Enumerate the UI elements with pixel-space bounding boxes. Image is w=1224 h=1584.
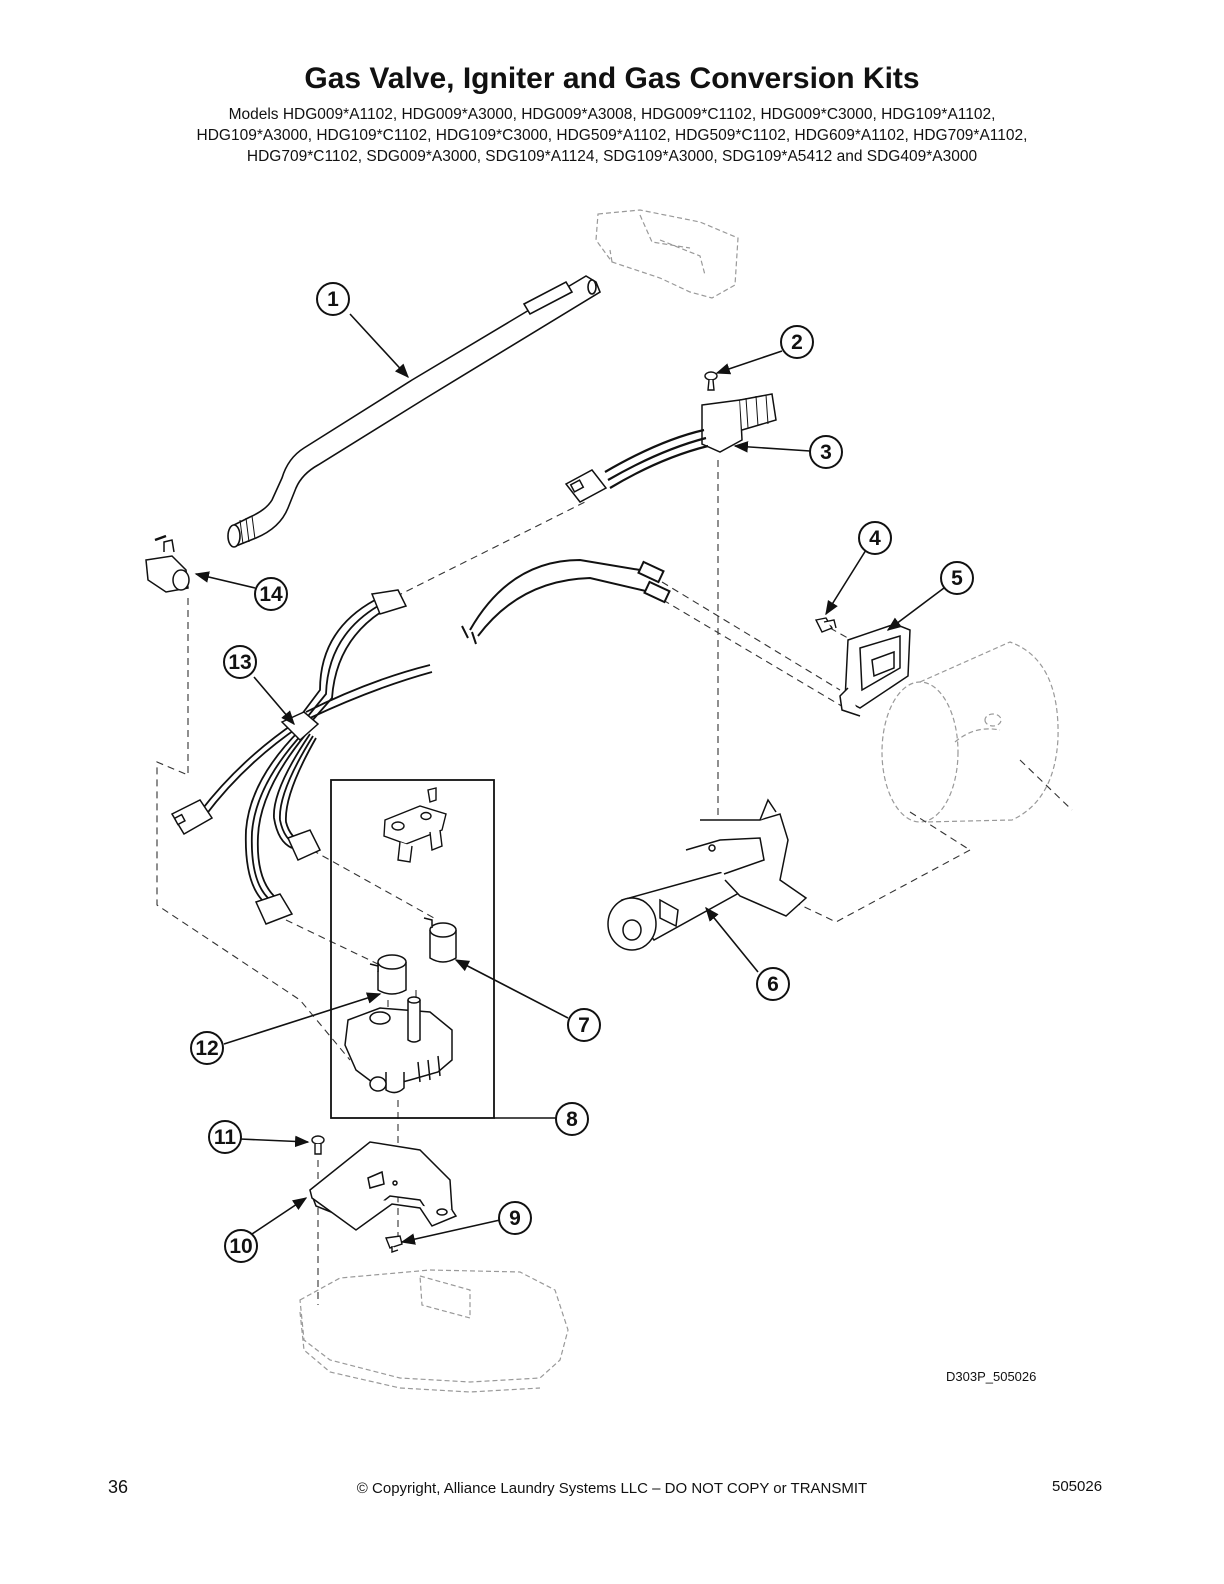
igniter-assembly <box>564 393 777 503</box>
callout-circle-11 <box>208 1120 242 1154</box>
harness-connectors <box>170 589 408 925</box>
valve-screw <box>385 1235 403 1253</box>
callout-circle-6 <box>756 967 790 1001</box>
callout-1: 1 <box>327 288 339 311</box>
callout-circle-3 <box>809 435 843 469</box>
callout-11: 11 <box>214 1126 237 1149</box>
igniter-screw <box>704 371 718 391</box>
plate-screw <box>311 1135 325 1155</box>
alignment-lines <box>156 460 1073 1305</box>
drawing-code: D303P_505026 <box>946 1369 1037 1384</box>
callout-8: 8 <box>566 1108 578 1131</box>
gas-valve-body <box>344 996 453 1094</box>
valve-mount-bracket <box>383 787 447 863</box>
valve-coil-right <box>423 917 457 963</box>
gas-valve-kit-box <box>330 779 495 1119</box>
sensor-leads <box>461 558 671 645</box>
gas-manifold-pipe <box>227 275 601 548</box>
callout-circle-14 <box>254 577 288 611</box>
callout-circle-2 <box>780 325 814 359</box>
callout-circle-5 <box>940 561 974 595</box>
callout-circle-4 <box>858 521 892 555</box>
valve-mounting-plate <box>309 1141 458 1231</box>
callout-circle-12 <box>190 1031 224 1065</box>
page-number: 36 <box>108 1477 129 1497</box>
page-title: Gas Valve, Igniter and Gas Conversion Ki… <box>304 62 920 95</box>
callout-6: 6 <box>767 973 779 996</box>
copyright-notice: © Copyright, Alliance Laundry Systems LL… <box>356 1480 868 1497</box>
ghost-burner-housing <box>881 641 1059 823</box>
model-line: Models HDG009*A1102, HDG009*A3000, HDG00… <box>228 106 996 123</box>
callout-circle-7 <box>567 1008 601 1042</box>
model-list: Models HDG009*A1102, HDG009*A3000, HDG00… <box>100 104 1124 167</box>
callout-10: 10 <box>229 1235 252 1258</box>
callout-circle-13 <box>223 645 257 679</box>
callout-13: 13 <box>228 651 251 674</box>
callout-14: 14 <box>259 583 283 606</box>
ghost-bracket-top <box>595 209 739 299</box>
document-number: 505026 <box>1052 1478 1103 1495</box>
callout-3: 3 <box>820 441 832 464</box>
igniter-bracket <box>839 623 911 717</box>
callout-7: 7 <box>578 1014 590 1037</box>
callout-circle-1 <box>316 282 350 316</box>
callout-5: 5 <box>951 567 963 590</box>
callout-numbers: 1 2 3 4 5 6 7 8 9 10 11 12 13 14 <box>195 288 963 1258</box>
valve-coil-left <box>369 954 407 995</box>
callout-2: 2 <box>791 331 803 354</box>
callout-12: 12 <box>195 1037 218 1060</box>
callout-9: 9 <box>509 1207 521 1230</box>
shutoff-valve <box>145 534 190 593</box>
callout-circles <box>190 282 974 1263</box>
wire-harness <box>199 599 433 901</box>
leader-lines <box>194 313 945 1245</box>
model-line: HDG709*C1102, SDG009*A3000, SDG109*A1124… <box>246 148 978 165</box>
model-line: HDG109*A3000, HDG109*C1102, HDG109*C3000… <box>196 127 1028 144</box>
ghost-base-plate <box>299 1269 569 1393</box>
callout-4: 4 <box>869 527 881 550</box>
callout-circle-10 <box>224 1229 258 1263</box>
bracket-screw <box>814 617 837 633</box>
callout-circle-8 <box>555 1102 589 1136</box>
callout-circle-9 <box>498 1201 532 1235</box>
burner-tube <box>607 798 808 951</box>
